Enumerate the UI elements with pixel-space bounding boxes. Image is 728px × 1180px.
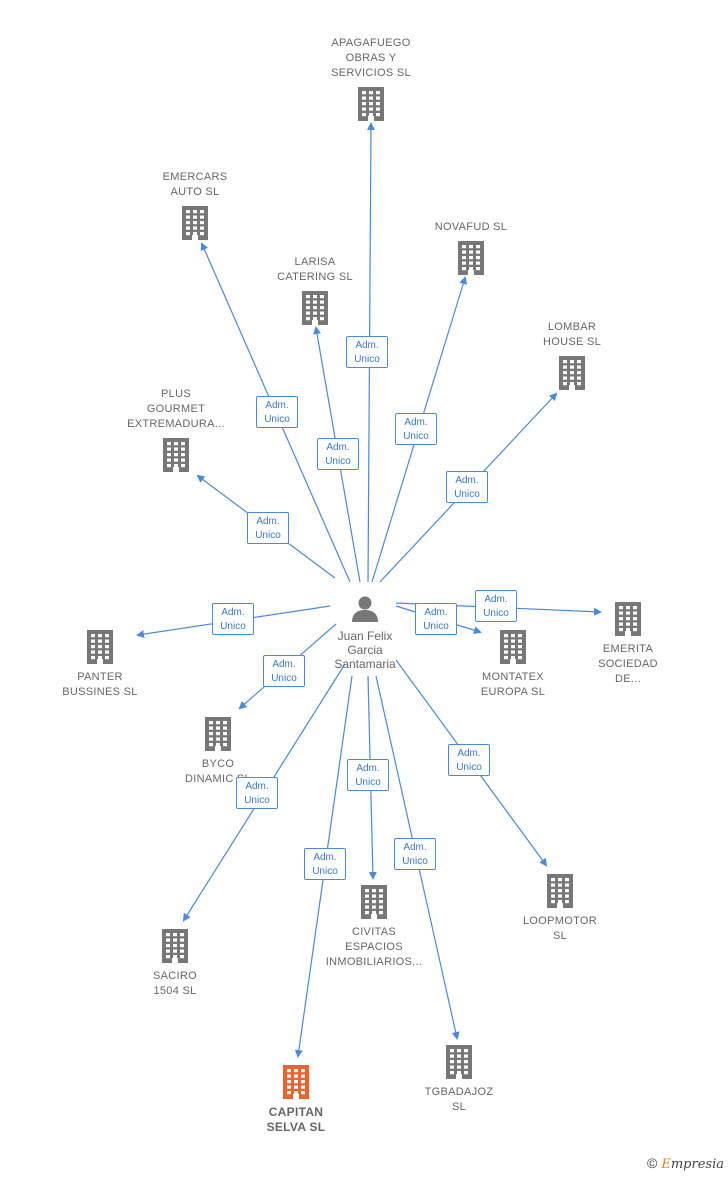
edge-label-emercars: Adm. Unico [256,396,298,428]
edge-label-montatex: Adm. Unico [415,603,457,635]
copyright-symbol: © [647,1155,658,1171]
company-node-loopmotor[interactable]: LOOPMOTOR SL [490,874,630,944]
building-icon [443,630,583,664]
building-icon [304,885,444,919]
company-name: NOVAFUD SL [434,221,508,233]
company-name: LOMBAR HOUSE SL [542,321,602,348]
building-icon [148,717,288,751]
company-name: PLUS GOURMET EXTREMADURA... [127,388,225,430]
edge-label-tgbadajoz: Adm. Unico [394,838,436,870]
company-node-civitas[interactable]: CIVITAS ESPACIOS INMOBILIARIOS... [304,885,444,970]
edge-label-novafud: Adm. Unico [395,413,437,445]
building-icon [502,356,642,390]
brand-name: Empresia [661,1157,724,1172]
edge-label-apagafuego: Adm. Unico [346,336,388,368]
company-node-novafud[interactable]: NOVAFUD SL [401,220,541,275]
company-name: APAGAFUEGO OBRAS Y SERVICIOS SL [331,37,411,79]
building-icon [30,630,170,664]
edge-label-larisa: Adm. Unico [317,438,359,470]
company-name: SACIRO 1504 SL [153,970,197,997]
edge-label-plus: Adm. Unico [247,512,289,544]
building-icon [301,87,441,121]
edge-label-capitan: Adm. Unico [304,848,346,880]
company-name: TGBADAJOZ SL [424,1086,494,1113]
company-node-emerita[interactable]: EMERITA SOCIEDAD DE... [558,602,698,687]
company-name: EMERITA SOCIEDAD DE... [598,643,658,685]
company-name: CAPITAN SELVA SL [266,1105,326,1134]
building-icon [125,206,265,240]
person-icon [310,594,420,629]
building-icon [226,1065,366,1099]
edge-label-saciro: Adm. Unico [236,777,278,809]
center-person-node[interactable]: Juan Felix Garcia Santamaria [310,594,420,671]
brand-footer: ©Empresia [647,1155,724,1172]
company-node-capitan[interactable]: CAPITAN SELVA SL [226,1065,366,1135]
edge-label-emerita: Adm. Unico [475,590,517,622]
company-name: LARISA CATERING SL [277,256,353,283]
company-name: CIVITAS ESPACIOS INMOBILIARIOS... [325,926,423,968]
company-node-montatex[interactable]: MONTATEX EUROPA SL [443,630,583,700]
company-name: MONTATEX EUROPA SL [480,671,546,698]
building-icon [490,874,630,908]
company-node-tgbadajoz[interactable]: TGBADAJOZ SL [389,1045,529,1115]
company-name: PANTER BUSSINES SL [62,671,138,698]
person-name: Juan Felix Garcia Santamaria [334,629,396,671]
company-node-apagafuego[interactable]: APAGAFUEGO OBRAS Y SERVICIOS SL [301,36,441,121]
edge-label-lombar: Adm. Unico [446,471,488,503]
company-name: EMERCARS AUTO SL [162,171,228,198]
building-icon [105,929,245,963]
company-node-plus[interactable]: PLUS GOURMET EXTREMADURA... [106,387,246,472]
building-icon [106,438,246,472]
building-icon [401,241,541,275]
building-icon [389,1045,529,1079]
edge-label-loopmotor: Adm. Unico [448,744,490,776]
edge-label-panter: Adm. Unico [212,603,254,635]
building-icon [245,291,385,325]
company-node-saciro[interactable]: SACIRO 1504 SL [105,929,245,999]
edge-label-byco: Adm. Unico [263,655,305,687]
company-node-panter[interactable]: PANTER BUSSINES SL [30,630,170,700]
company-name: LOOPMOTOR SL [522,915,597,942]
building-icon [558,602,698,636]
company-node-emercars[interactable]: EMERCARS AUTO SL [125,170,265,240]
company-node-lombar[interactable]: LOMBAR HOUSE SL [502,320,642,390]
company-node-larisa[interactable]: LARISA CATERING SL [245,255,385,325]
edge-label-civitas: Adm. Unico [347,759,389,791]
